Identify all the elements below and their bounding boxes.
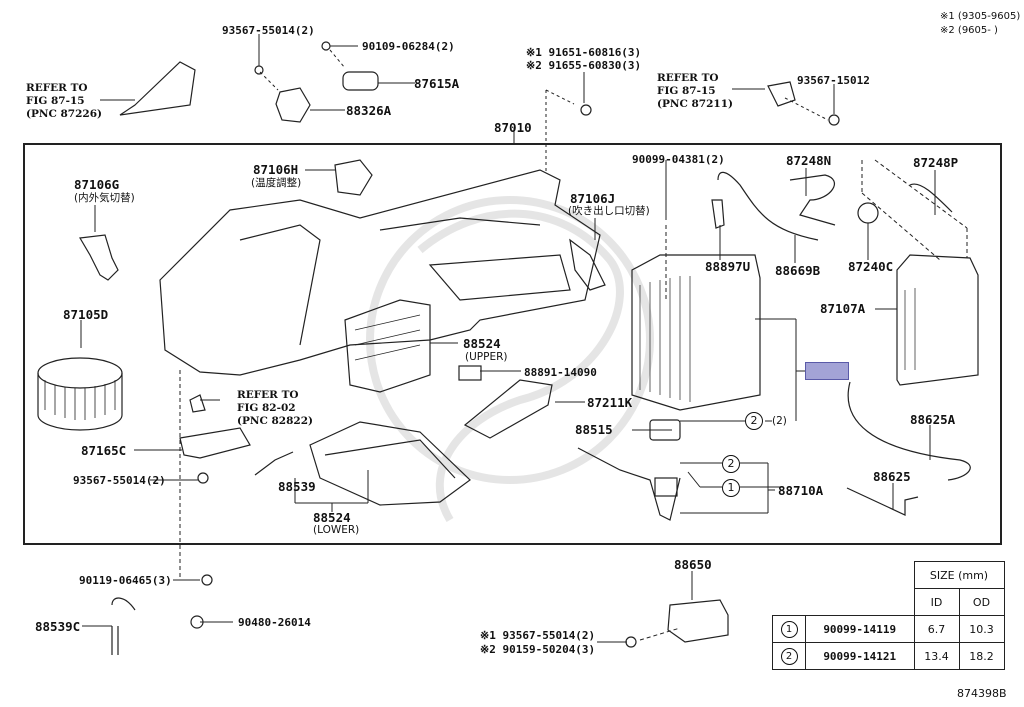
part-label-87106G[interactable]: 87106G [74, 177, 120, 192]
part-label-91651-60816[interactable]: ※1 91651-60816(3) [526, 46, 642, 59]
refer-fig-82-02-pnc-82822[interactable]: REFER TO FIG 82-02 (PNC 82822) [237, 389, 313, 427]
part-label-87165C[interactable]: 87165C [81, 443, 127, 458]
legend-note-2: ※2 (9605- ) [940, 25, 998, 36]
oring-callout-2-pipe[interactable]: 2 [722, 455, 740, 473]
part-label-87010[interactable]: 87010 [494, 120, 532, 135]
part-label-87105D[interactable]: 87105D [63, 307, 109, 322]
table-row: 2 90099-14121 13.4 18.2 [772, 642, 1005, 670]
part-label-88515[interactable]: 88515 [575, 422, 613, 437]
part-label-87107A[interactable]: 87107A [820, 301, 866, 316]
part-label-88539[interactable]: 88539 [278, 479, 316, 494]
row-id: 13.4 [913, 642, 960, 670]
part-shapes [37, 41, 979, 655]
table-row: 1 90099-14119 6.7 10.3 [772, 615, 1005, 643]
part-label-87248N[interactable]: 87248N [786, 153, 832, 168]
part-label-87615A[interactable]: 87615A [414, 76, 460, 91]
row-od: 18.2 [958, 642, 1005, 670]
size-table-header-row: SIZE (mm) [773, 561, 1005, 589]
part-label-93567-55014-bottom[interactable]: ※1 93567-55014(2) [480, 629, 596, 642]
part-label-93567-55014-top[interactable]: 93567-55014(2) [222, 24, 315, 37]
refer-fig-87-15-pnc-87226[interactable]: REFER TO FIG 87-15 (PNC 87226) [26, 82, 102, 120]
row-od: 10.3 [958, 615, 1005, 643]
size-header: SIZE (mm) [913, 561, 1005, 589]
part-label-90099-04381[interactable]: 90099-04381(2) [632, 153, 725, 166]
part-label-90119-06465[interactable]: 90119-06465(3) [79, 574, 172, 587]
part-label-88650[interactable]: 88650 [674, 557, 712, 572]
oring-count: (2) [772, 415, 787, 427]
highlighted-part-label[interactable] [805, 362, 849, 380]
part-label-87211K[interactable]: 87211K [587, 395, 633, 410]
part-label-87240C[interactable]: 87240C [848, 259, 894, 274]
row-id: 6.7 [913, 615, 960, 643]
part-label-88326A[interactable]: 88326A [346, 103, 392, 118]
part-label-87106H[interactable]: 87106H [253, 162, 299, 177]
part-desc-87106G: (内外気切替) [74, 192, 135, 204]
refer-fig-87-15-pnc-87211[interactable]: REFER TO FIG 87-15 (PNC 87211) [657, 72, 733, 110]
part-label-88524-lower[interactable]: 88524 [313, 510, 351, 525]
ref-circle-1: 1 [780, 620, 798, 638]
part-label-91655-60830[interactable]: ※2 91655-60830(3) [526, 59, 642, 72]
part-label-87248P[interactable]: 87248P [913, 155, 959, 170]
part-label-88897U[interactable]: 88897U [705, 259, 751, 274]
oring-size-table: SIZE (mm) ID OD 1 90099-14119 6.7 10.3 2… [772, 561, 1005, 670]
part-label-90159-50204[interactable]: ※2 90159-50204(3) [480, 643, 596, 656]
figure-number: 874398B [957, 687, 1007, 700]
part-label-88625A[interactable]: 88625A [910, 412, 956, 427]
row-part-no[interactable]: 90099-14119 [805, 615, 915, 643]
part-desc-88524-lower: (LOWER) [313, 524, 360, 536]
row-part-no[interactable]: 90099-14121 [805, 642, 915, 670]
part-label-87106J[interactable]: 87106J [570, 191, 616, 206]
part-label-88539C[interactable]: 88539C [35, 619, 81, 634]
part-label-88710A[interactable]: 88710A [778, 483, 824, 498]
leader-lines [80, 34, 968, 643]
part-label-93567-55014-mid[interactable]: 93567-55014(2) [73, 474, 166, 487]
assembly-frame [23, 143, 1002, 545]
part-label-88625[interactable]: 88625 [873, 469, 911, 484]
legend-note-1: ※1 (9305-9605) [940, 11, 1021, 22]
part-label-88524-upper[interactable]: 88524 [463, 336, 501, 351]
part-desc-88524-upper: (UPPER) [465, 351, 508, 363]
oring-callout-1-pipe[interactable]: 1 [722, 479, 740, 497]
part-label-93567-15012[interactable]: 93567-15012 [797, 74, 870, 87]
oring-callout-2-evaporator[interactable]: 2 [745, 412, 763, 430]
size-col-od: OD [958, 588, 1005, 616]
size-table-subheader-row: ID OD [773, 588, 1005, 616]
ref-circle-2: 2 [780, 647, 798, 665]
part-label-88669B[interactable]: 88669B [775, 263, 821, 278]
part-label-88891-14090[interactable]: 88891-14090 [524, 366, 597, 379]
part-label-90109-06284[interactable]: 90109-06284(2) [362, 40, 455, 53]
part-label-90480-26014[interactable]: 90480-26014 [238, 616, 311, 629]
part-desc-87106H: (温度調整) [251, 177, 302, 189]
part-desc-87106J: (吹き出し口切替) [568, 205, 650, 217]
size-col-id: ID [913, 588, 960, 616]
